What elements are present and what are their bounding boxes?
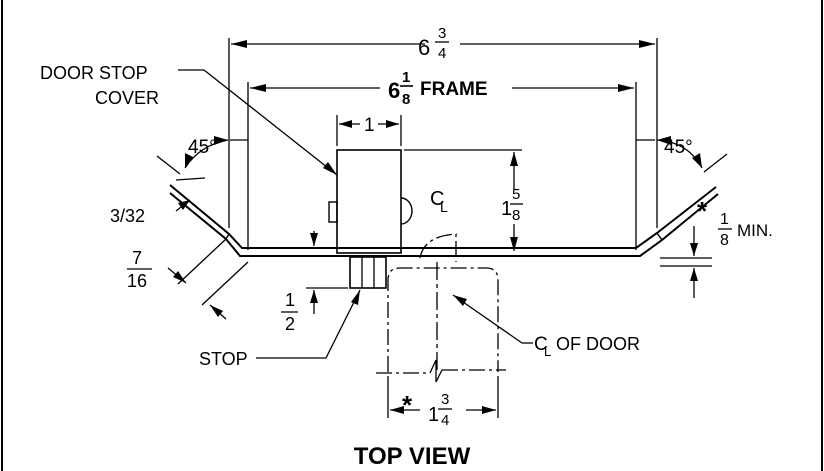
stop-block <box>349 256 387 289</box>
right-angle: 45° <box>664 137 693 158</box>
door-stop-cover <box>328 149 413 254</box>
clearance-suffix: MIN. <box>737 221 773 240</box>
return-leg-dimension: 7 16 <box>127 238 249 320</box>
door-thickness-num: 3 <box>441 391 449 408</box>
door-thickness-dimension: * 1 3 4 <box>387 376 499 429</box>
door-stop-cover-label-2: COVER <box>95 88 159 108</box>
door-stop-cover-label-1: DOOR STOP <box>40 63 148 83</box>
stop-depth-dimension: 1 5 8 <box>404 149 523 251</box>
thickness-dimension: 3/32 <box>110 177 206 226</box>
centerline-top: C L <box>430 188 448 372</box>
door-thickness-whole: 1 <box>428 404 439 426</box>
frame-profile <box>169 184 719 257</box>
stop-offset-den: 2 <box>285 314 295 334</box>
centerline-of-door-sub: L <box>544 344 551 359</box>
stop-leader <box>256 289 361 359</box>
depth-num: 5 <box>512 186 520 203</box>
frame-label: FRAME <box>420 79 488 100</box>
frame-num: 1 <box>402 69 410 86</box>
centerline-symbol: C <box>430 188 444 210</box>
door-thickness-star: * <box>402 390 413 420</box>
view-title: TOP VIEW <box>354 443 471 470</box>
overall-whole: 6 <box>418 35 430 60</box>
clearance-star: * <box>697 196 708 226</box>
stop-cover-width-dimension: 1 <box>336 115 402 146</box>
thickness: 3/32 <box>110 206 145 226</box>
depth-whole: 1 <box>501 198 512 220</box>
centerline-of-door-label: OF DOOR <box>556 334 640 354</box>
door-phantom <box>376 233 506 374</box>
depth-den: 8 <box>512 207 520 224</box>
centerline-of-door-leader <box>452 294 533 344</box>
stop-cover-width: 1 <box>364 115 375 136</box>
stop-label: STOP <box>199 349 248 369</box>
stop-offset-num: 1 <box>285 290 295 310</box>
right-angle-dimension: 45° <box>636 136 728 173</box>
door-break-symbol <box>429 359 443 383</box>
return-leg-num: 7 <box>132 248 142 268</box>
overall-width-dimension: 6 3 4 <box>228 25 658 228</box>
door-stop-cover-leader <box>178 69 338 176</box>
clearance-dimension: * 1 8 MIN. <box>660 196 773 298</box>
door-thickness-den: 4 <box>441 412 449 429</box>
return-leg-den: 16 <box>127 271 147 291</box>
centerline-sub: L <box>440 199 448 215</box>
clearance-den: 8 <box>720 232 729 249</box>
overall-den: 4 <box>438 45 446 62</box>
stop-offset-dimension: 1 2 <box>281 231 348 334</box>
frame-width-dimension: 6 1 8 FRAME <box>247 69 637 250</box>
left-angle-dimension: 45° <box>156 136 248 175</box>
centerline-of-door-symbol: C <box>534 334 548 355</box>
overall-num: 3 <box>438 25 446 42</box>
frame-den: 8 <box>402 91 410 108</box>
clearance-num: 1 <box>720 211 729 228</box>
frame-whole: 6 <box>388 78 400 103</box>
left-angle: 45° <box>188 137 217 158</box>
